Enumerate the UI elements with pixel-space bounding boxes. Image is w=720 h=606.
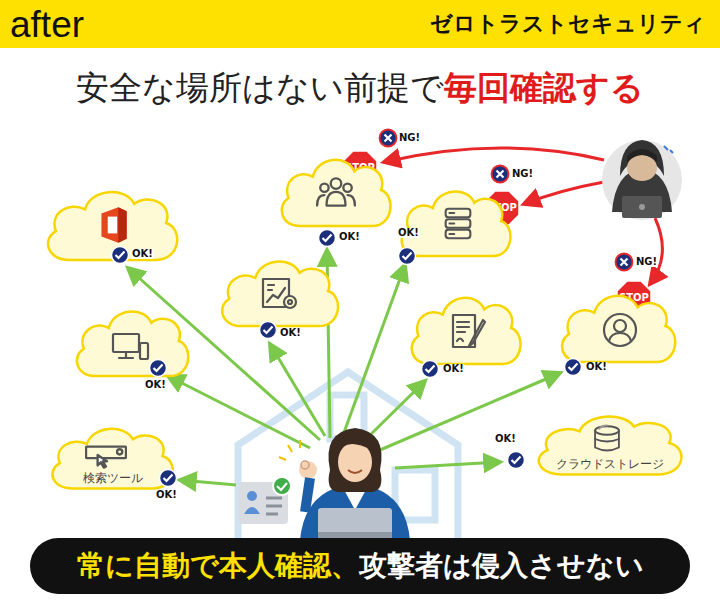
ok-check-badge	[110, 245, 130, 265]
ok-check-badge	[563, 357, 583, 377]
cloud-shape	[70, 302, 195, 380]
ok-label: OK!	[585, 362, 608, 372]
ok-label: OK!	[397, 228, 420, 238]
cloud-shape	[395, 182, 517, 260]
ok-label: OK!	[279, 328, 302, 338]
cloud-node: OK!	[40, 182, 185, 264]
node-name: クラウドストレージ	[556, 458, 664, 470]
ok-label: OK!	[442, 364, 465, 374]
cloud-icon	[315, 172, 357, 214]
ng-label: NG!	[398, 133, 421, 143]
ok-check-badge	[397, 246, 417, 266]
cloud-icon	[447, 312, 487, 352]
ng-badge	[378, 128, 398, 148]
cloud-node: OK!	[395, 182, 517, 260]
node-name: 検索ツール	[83, 472, 143, 484]
ok-check-badge	[258, 320, 278, 340]
header-title: ゼロトラストセキュリティ	[430, 9, 706, 39]
header-left: after	[10, 0, 84, 48]
cloud-node: OK!	[275, 150, 397, 230]
cloud-node: 検索ツールOK!	[45, 420, 180, 492]
ok-check-badge	[148, 358, 168, 378]
ok-label: OK!	[338, 232, 361, 242]
ok-label: OK!	[155, 490, 178, 500]
cloud-node: OK!	[215, 252, 345, 330]
cloud-node: クラウドストレージOK!	[530, 408, 690, 478]
headline-emphasis: 毎回確認する	[444, 66, 644, 111]
headline-text: 安全な場所はない前提で	[76, 66, 444, 111]
ok-check-badge	[158, 468, 178, 488]
cloud-shape	[555, 286, 682, 366]
cloud-icon	[600, 310, 640, 350]
person-figure	[279, 428, 410, 540]
title-row: 安全な場所はない前提で毎回確認する	[0, 62, 720, 114]
cloud-shape	[275, 150, 397, 230]
cloud-icon	[110, 326, 150, 366]
cloud-icon	[590, 422, 624, 456]
green-arrows	[128, 250, 560, 485]
ok-check-badge	[506, 450, 526, 470]
badge-word: after	[10, 6, 84, 43]
cloud-icon	[92, 204, 134, 246]
caption-highlight: 常に自動で本人確認、	[77, 547, 359, 585]
ng-label: NG!	[635, 257, 658, 267]
ok-check-badge	[317, 228, 337, 248]
ng-badge	[614, 252, 634, 272]
ng-badge	[490, 164, 510, 184]
cloud-icon	[260, 274, 300, 314]
cloud-icon	[439, 204, 477, 242]
cloud-node: OK!	[405, 288, 527, 368]
cloud-node: OK!	[555, 286, 682, 366]
cloud-node: OK!	[70, 302, 195, 380]
ok-check-badge	[420, 359, 440, 379]
attacker-figure	[602, 140, 682, 220]
ng-label: NG!	[511, 169, 534, 179]
id-card	[238, 477, 291, 524]
cloud-shape	[215, 252, 345, 330]
header-right: ゼロトラストセキュリティ	[430, 0, 706, 48]
caption-text: 攻撃者は侵入させない	[359, 547, 644, 585]
cloud-icon	[85, 434, 127, 476]
caption-row: 常に自動で本人確認、攻撃者は侵入させない	[30, 538, 690, 594]
ok-label: OK!	[131, 249, 154, 259]
ok-label: OK!	[144, 380, 167, 390]
ok-label: OK!	[494, 434, 517, 444]
